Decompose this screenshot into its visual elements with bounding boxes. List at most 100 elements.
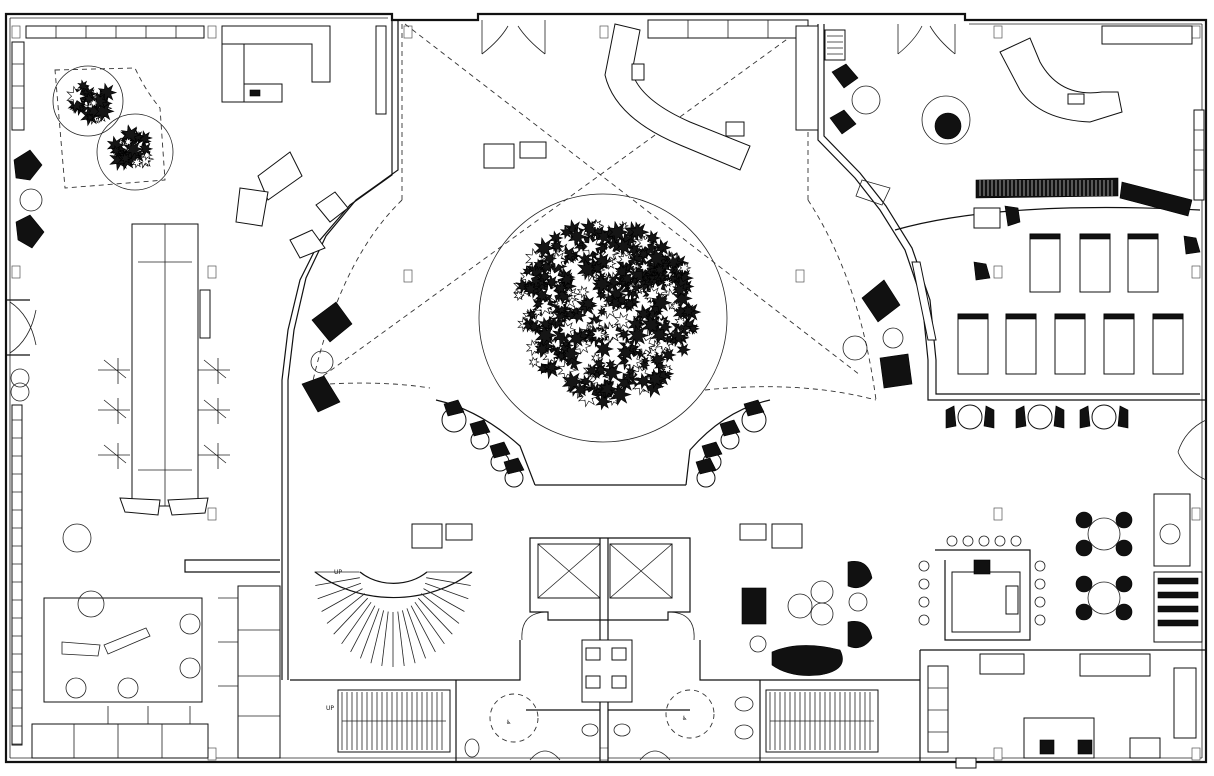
plant-foliage	[591, 218, 604, 232]
plant-foliage	[637, 247, 651, 261]
lounge-group	[741, 561, 873, 676]
plant-foliage	[650, 351, 667, 368]
long-bench-right	[975, 177, 1193, 217]
plant-foliage	[674, 315, 688, 329]
chair	[719, 419, 741, 437]
plant-foliage	[614, 236, 635, 257]
spiral-tread	[317, 582, 362, 600]
plant-foliage	[123, 136, 134, 148]
plant-foliage	[559, 270, 576, 288]
cashier-desk-left	[221, 25, 331, 103]
structural-column	[1191, 507, 1201, 521]
queue-stanchion	[98, 398, 130, 424]
plant-foliage	[616, 342, 636, 363]
cafe-tables-right	[1075, 493, 1203, 643]
plant-foliage	[537, 362, 549, 375]
spiral-tread	[381, 611, 389, 667]
plant-foliage	[118, 151, 133, 166]
plant-foliage	[522, 319, 536, 333]
elevator-core	[521, 537, 695, 762]
structural-column	[993, 747, 1003, 761]
queue-stanchion	[98, 443, 130, 469]
plant-foliage	[538, 269, 553, 284]
plant-foliage	[523, 281, 539, 297]
plant-foliage	[653, 262, 667, 277]
counters-bottom-left	[31, 585, 281, 759]
plant-foliage	[603, 292, 616, 306]
plant-foliage	[661, 347, 677, 363]
structural-column	[1191, 265, 1201, 279]
plant-foliage	[663, 333, 675, 346]
spiral-tread	[360, 608, 380, 659]
display-table-edge	[1029, 233, 1061, 240]
plant-foliage	[602, 361, 623, 384]
cafe-chair	[1115, 575, 1133, 593]
queue-stanchion	[198, 358, 230, 384]
plant-foliage	[559, 225, 574, 240]
plant-foliage	[620, 270, 636, 287]
chair	[469, 419, 491, 437]
plant-foliage	[593, 362, 609, 378]
right-wing-partition	[817, 24, 1206, 401]
left-wing-partition	[6, 20, 399, 680]
cafe-chair	[1115, 511, 1133, 529]
plant-foliage	[593, 251, 613, 272]
cafe-chair	[1115, 539, 1133, 557]
plant-foliage	[533, 258, 546, 271]
spiral-tread	[414, 601, 445, 645]
plant-foliage	[646, 368, 667, 390]
spiral-tread	[418, 597, 453, 635]
plant-foliage	[534, 287, 551, 304]
plant-foliage	[595, 227, 613, 246]
bar-stool	[1010, 535, 1022, 547]
right-top-area	[795, 25, 1205, 201]
table-grid-right	[911, 205, 1201, 375]
display-table-edge	[957, 313, 989, 320]
plant-foliage	[601, 321, 624, 344]
plant-foliage	[630, 275, 640, 286]
plant-foliage	[630, 282, 643, 294]
wheelchair-icon: ♿	[506, 719, 511, 726]
chair	[1079, 405, 1091, 429]
display-table	[1103, 313, 1135, 375]
plant-foliage	[597, 306, 608, 317]
spiral-tread	[321, 588, 363, 612]
plant-foliage	[585, 363, 599, 378]
round-tables-right	[945, 404, 1129, 430]
central-planter	[478, 193, 728, 443]
display-table	[1005, 313, 1037, 375]
display-table-edge	[1152, 313, 1184, 320]
curved-benches	[435, 399, 771, 488]
wall-shelving-top-left	[11, 25, 387, 131]
plant-foliage	[676, 342, 691, 358]
chair	[489, 441, 511, 459]
reception-counter-top	[481, 19, 809, 171]
plant-foliage	[636, 234, 654, 252]
structural-column	[11, 265, 21, 279]
plant-foliage	[672, 281, 689, 299]
right-door	[1177, 419, 1207, 481]
round-table	[1091, 404, 1117, 430]
plant-foliage	[85, 112, 96, 123]
plant-foliage	[638, 260, 652, 274]
structural-column	[993, 265, 1003, 279]
plant-foliage	[527, 309, 538, 320]
queue-stanchion	[98, 358, 130, 384]
plant-foliage	[567, 328, 587, 349]
plant-foliage	[120, 124, 142, 146]
plant-foliage	[545, 360, 560, 375]
plant-foliage	[592, 273, 614, 295]
plant-foliage	[670, 316, 694, 340]
chairs-left-wall	[13, 149, 45, 249]
structural-column	[993, 507, 1003, 521]
plant-foliage	[606, 220, 629, 244]
spiral-tread	[420, 593, 460, 624]
chair	[443, 399, 465, 417]
bar-stool	[1034, 596, 1046, 608]
plant-foliage	[627, 324, 650, 347]
chair	[695, 457, 717, 475]
plant-foliage	[644, 229, 661, 247]
plant-foliage	[605, 235, 625, 255]
structural-column	[599, 25, 609, 39]
plant-foliage	[590, 326, 607, 343]
